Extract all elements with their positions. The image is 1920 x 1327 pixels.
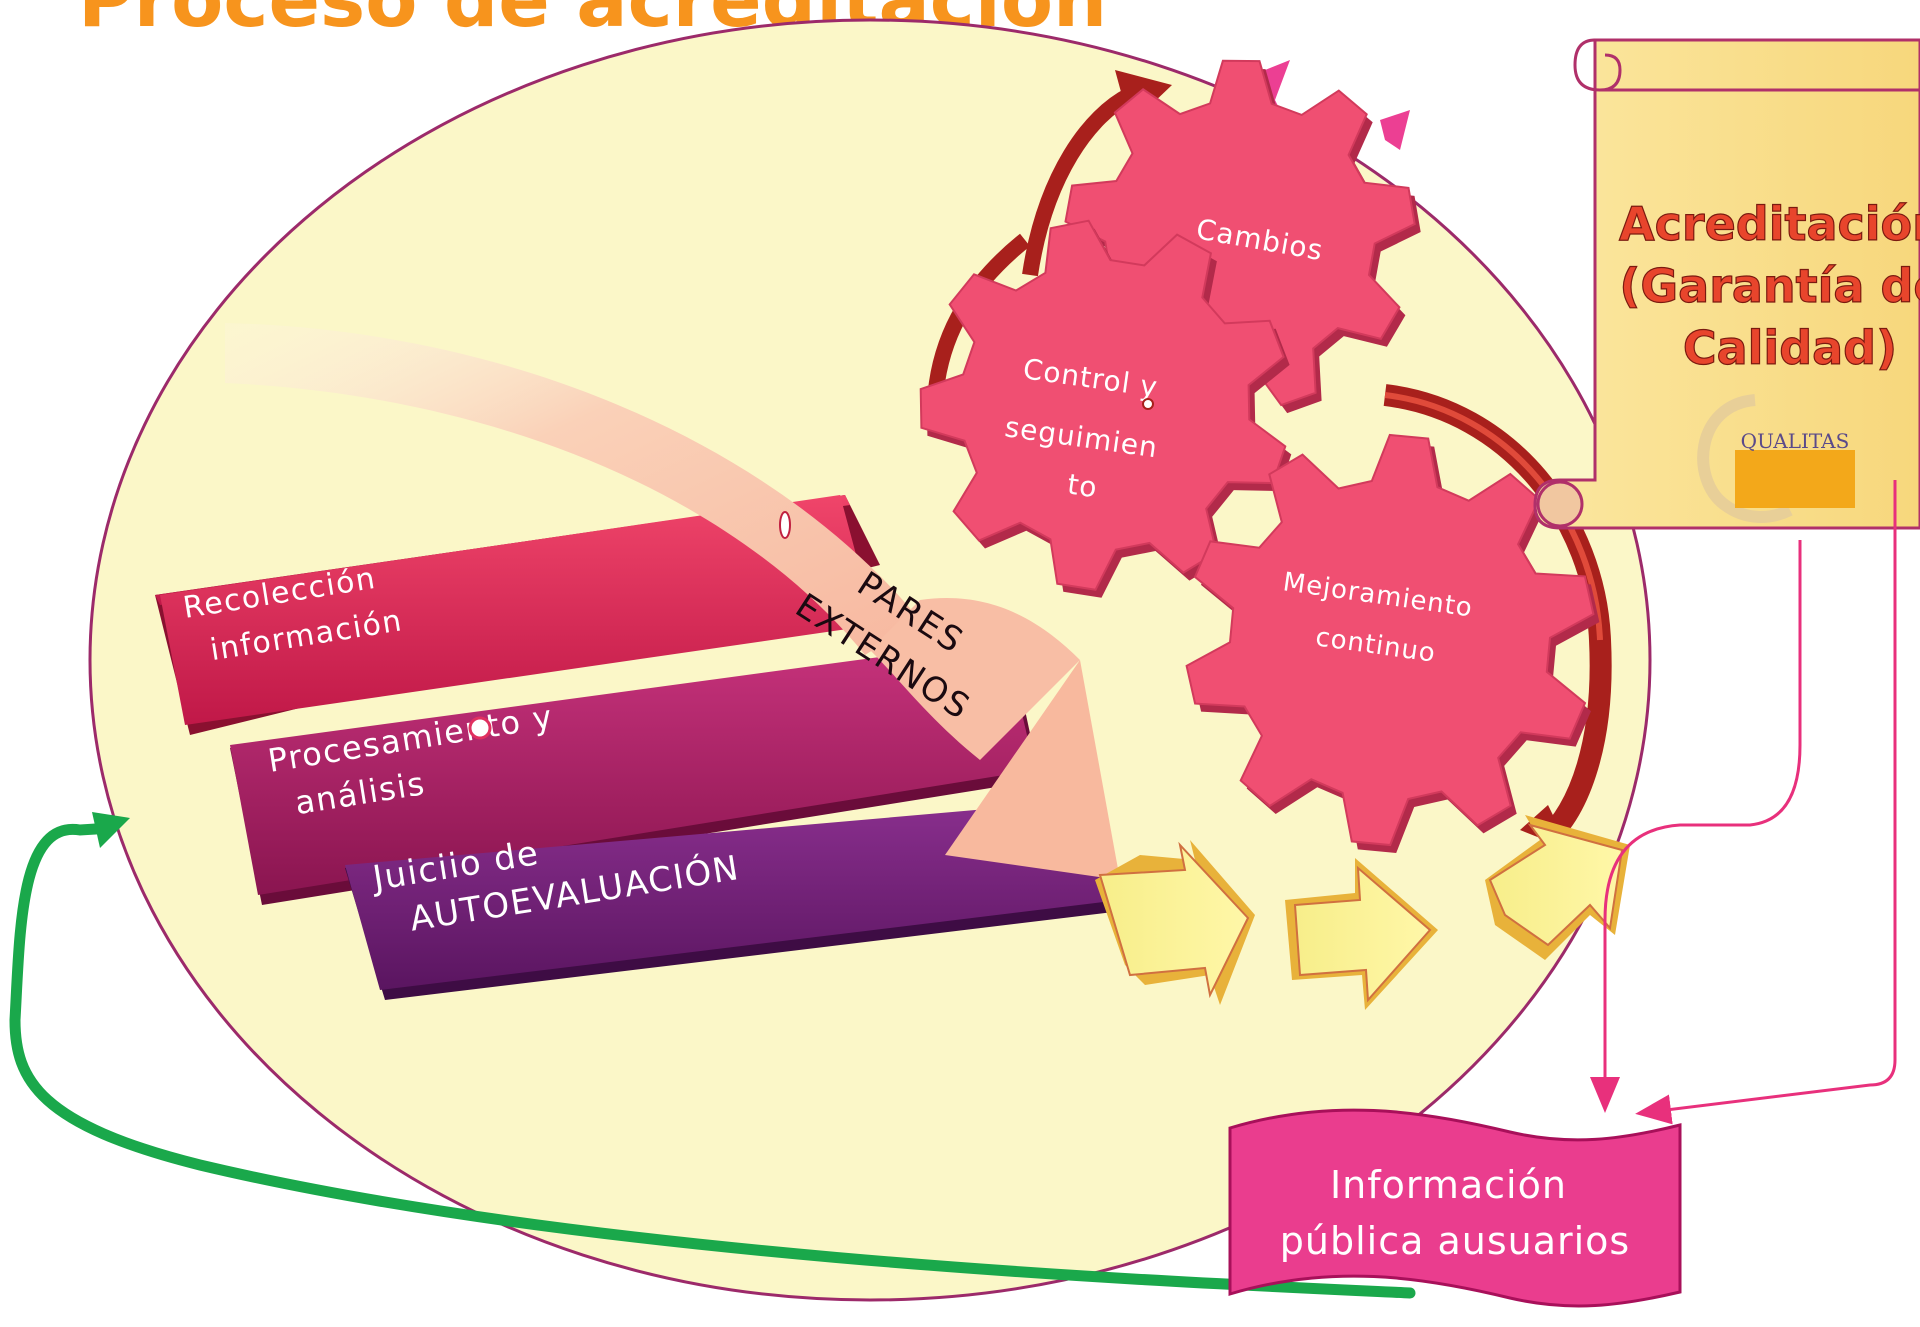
gear-control-icon xyxy=(919,219,1287,591)
svg-text:Acreditación (Garantía: Acreditación (Garantía de Calidad) xyxy=(1619,197,1920,375)
step-recoleccion: Recolección información xyxy=(155,495,880,735)
banner-line1: Información xyxy=(1330,1163,1567,1207)
scroll-title-line2: (Garantía de xyxy=(1619,259,1920,313)
step2-marker-icon xyxy=(468,716,492,740)
gear-control-dot-icon xyxy=(1142,398,1154,410)
acreditacion-scroll: Acreditación (Garantía de Calidad) QUALI… xyxy=(1533,38,1920,530)
yellow-arrow-1 xyxy=(1095,840,1255,1005)
feedback-loop-arrow xyxy=(9,822,1416,1299)
qualitas-logo-box xyxy=(1735,450,1855,508)
connector-scroll-right xyxy=(1635,480,1897,1125)
gear-mejoramiento-icon xyxy=(1185,433,1595,847)
banner-line2: pública ausuarios xyxy=(1280,1219,1630,1263)
svg-text:Información pública au: Información pública ausuarios xyxy=(1280,1163,1630,1263)
scroll-title-line3: Calidad) xyxy=(1683,321,1897,375)
scroll-title-line1: Acreditación xyxy=(1619,197,1920,251)
feedback-loop-arrowhead-icon xyxy=(92,812,130,848)
qualitas-logo-text: QUALITAS xyxy=(1741,429,1850,453)
step-juicio: Juiciio de AUTOEVALUACIÓN xyxy=(345,800,1130,1000)
connector-scroll-left xyxy=(1590,540,1802,1113)
qualitas-logo-icon xyxy=(1697,394,1793,523)
arrow-marker-icon xyxy=(779,511,791,539)
yellow-arrow-2 xyxy=(1285,858,1438,1010)
gears xyxy=(919,59,1600,853)
informacion-banner: Información pública ausuarios xyxy=(1228,1108,1682,1308)
gear-control-line3: to xyxy=(1065,468,1099,505)
yellow-arrow-3 xyxy=(1485,815,1630,960)
